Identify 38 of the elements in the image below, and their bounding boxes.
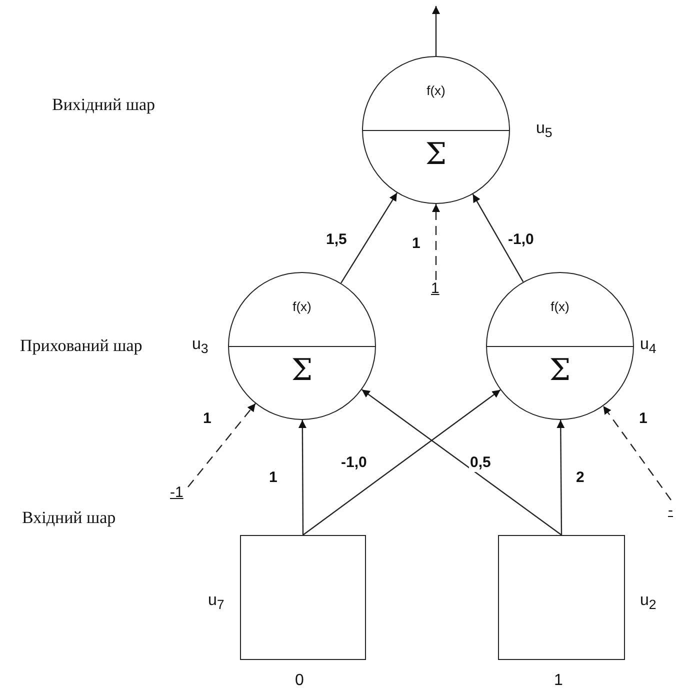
neuron-circle: [228, 272, 376, 420]
unit-label: u$_{7}$: [208, 592, 224, 612]
input-value: 1: [554, 672, 563, 690]
layer-label: Вхідний шар: [22, 508, 116, 528]
sum-symbol: Σ: [291, 356, 313, 386]
function-label: f(x): [550, 299, 570, 314]
sum-symbol: Σ: [549, 356, 571, 386]
arrow: [556, 420, 565, 535]
unit-label: u$_{4}$: [640, 336, 656, 356]
arrow: [188, 403, 256, 488]
weight-label: 0,5: [469, 455, 492, 472]
input-value: 0: [295, 672, 304, 690]
unit-label: u$_{3}$: [192, 336, 208, 356]
unit-label: u$_{5}$: [536, 120, 552, 140]
input-box: [498, 535, 625, 660]
bias-value: -: [668, 503, 673, 518]
sum-symbol: Σ: [425, 140, 447, 170]
bias-value: 1: [431, 281, 440, 296]
function-label: f(x): [426, 83, 446, 98]
unit-label: u$_{2}$: [640, 592, 656, 612]
arrow: [298, 420, 306, 535]
arrow: [602, 406, 672, 500]
arrow: [302, 389, 501, 536]
input-box: [240, 535, 366, 660]
arrow: [472, 194, 524, 282]
bias-value: -1: [170, 485, 184, 500]
layer-label: Прихований шар: [20, 336, 142, 356]
neuron-circle: [362, 56, 510, 204]
function-label: f(x): [292, 299, 312, 314]
arrow: [432, 204, 440, 280]
weight-label: -1,0: [507, 232, 535, 248]
weight-label: -1,0: [340, 455, 368, 472]
arrow: [340, 192, 398, 284]
neuron-circle: [486, 272, 634, 420]
layer-label: Вихідний шар: [52, 95, 155, 115]
arrow: [361, 389, 562, 536]
weight-label: 1,5: [325, 232, 348, 248]
arrow: [432, 6, 440, 56]
